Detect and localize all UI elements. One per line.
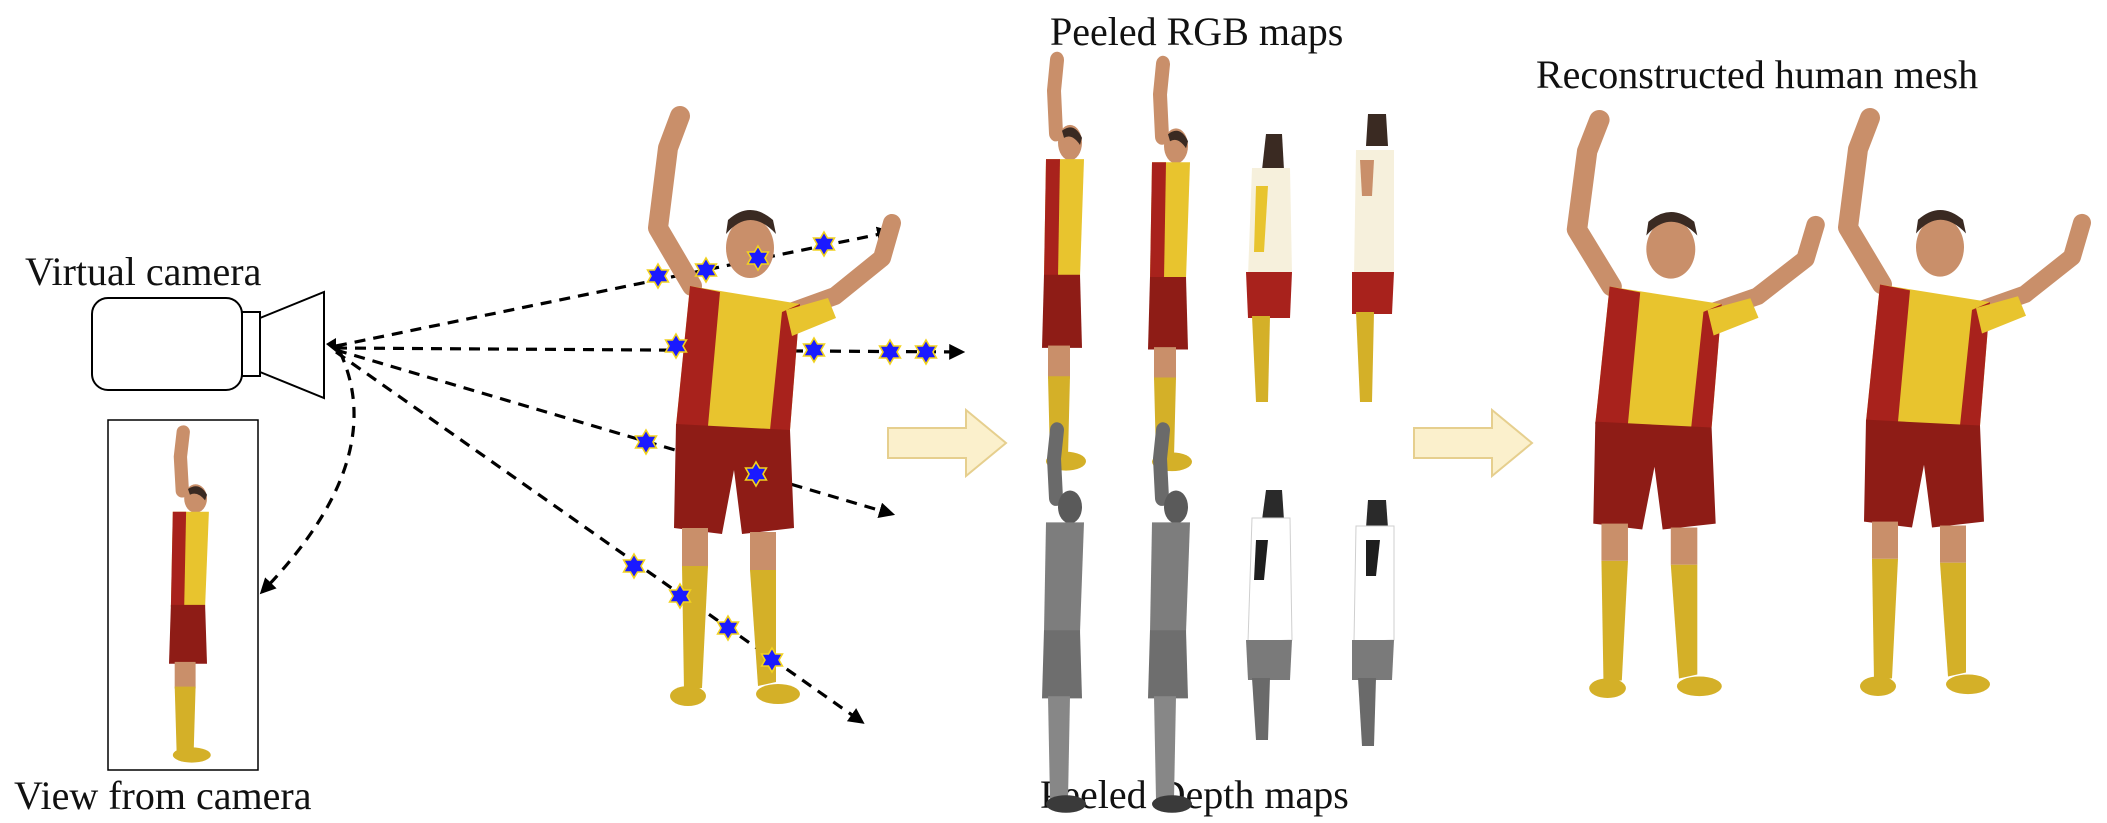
star-icon [878, 339, 902, 365]
star-icon [716, 615, 740, 641]
view-from-camera-label: View from camera [14, 773, 312, 818]
reconstructed-mesh-front [1577, 120, 1816, 698]
right-arrow-icon [1413, 407, 1534, 479]
peeled-rgb-label: Peeled RGB maps [1050, 9, 1344, 54]
star-icon [914, 339, 938, 365]
star-icon [634, 429, 658, 455]
right-arrow-icon [887, 407, 1008, 479]
star-icon [802, 337, 826, 363]
depth-map-layer-4 [1352, 500, 1395, 746]
depth-map-layer-1 [1042, 430, 1086, 813]
peeled-depth-label: Peeled Depth maps [1040, 772, 1349, 817]
star-icon [622, 553, 646, 579]
rgb-map-layer-3 [1246, 134, 1292, 402]
center-human [658, 116, 892, 706]
camera-rays [259, 226, 966, 724]
video-camera-icon [91, 290, 336, 400]
rgb-map-layer-4 [1352, 114, 1394, 402]
rgb-map-layer-2 [1148, 64, 1192, 471]
star-icon [812, 231, 836, 257]
virtual-camera-label: Virtual camera [25, 249, 262, 294]
reconstructed-mesh-label: Reconstructed human mesh [1536, 52, 1979, 97]
camera-view-panel [107, 419, 259, 771]
reconstructed-mesh-angle [1848, 118, 2082, 696]
peeled-rgb-maps [1042, 60, 1394, 471]
star-icon [646, 263, 670, 289]
depth-map-layer-3 [1246, 490, 1293, 740]
rgb-map-layer-1 [1042, 60, 1086, 471]
peeled-depth-maps [1042, 430, 1395, 813]
depth-map-layer-2 [1148, 430, 1192, 813]
